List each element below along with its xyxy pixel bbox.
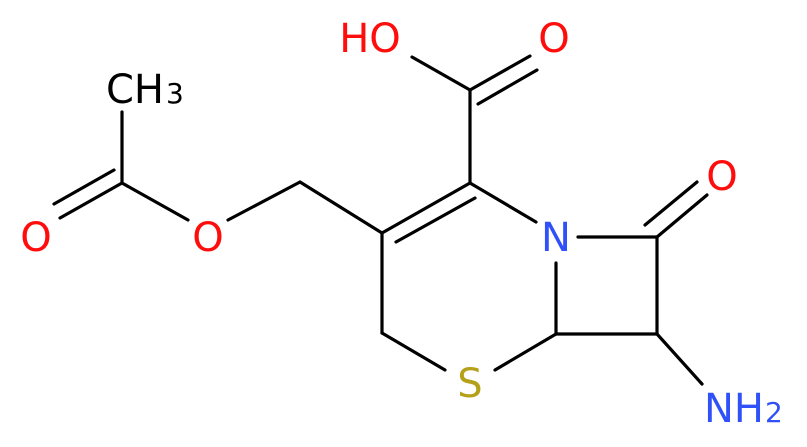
bond-c7-nh2 bbox=[655, 332, 704, 386]
ketone-oxygen-label: O bbox=[706, 154, 737, 200]
methyl-group-label: CH bbox=[106, 67, 164, 113]
ester-oxygen-label: O bbox=[192, 215, 223, 261]
bond-c3-c2-1 bbox=[380, 181, 472, 235]
bond-c8-o-2 bbox=[643, 180, 699, 227]
amino-subscript: 2 bbox=[765, 396, 783, 429]
amino-group-label: NH bbox=[704, 386, 764, 432]
bond-carboxyl-o-2 bbox=[476, 68, 539, 106]
bond-c3-c2-2 bbox=[394, 196, 477, 244]
bond-c4-s bbox=[380, 331, 447, 372]
carboxyl-hydroxyl-label: HO bbox=[339, 16, 401, 62]
bond-s-c6 bbox=[493, 332, 558, 372]
atom-label-layer: HO O O N S O O NH 2 CH 3 bbox=[20, 16, 783, 432]
bond-n-c2 bbox=[468, 181, 538, 224]
bond-c8-o-1 bbox=[655, 193, 709, 239]
carbonyl-oxygen-label: O bbox=[20, 215, 51, 261]
bond-carbonyl-ester-o bbox=[120, 181, 190, 222]
methyl-subscript: 3 bbox=[166, 77, 184, 110]
bond-carboxyl-oh bbox=[410, 55, 472, 92]
bond-ch2-c3 bbox=[298, 180, 384, 235]
ring-sulfur-label: S bbox=[457, 361, 482, 407]
bond-carbonyl-o-2 bbox=[52, 168, 116, 206]
ring-nitrogen-label: N bbox=[541, 215, 571, 261]
bond-layer bbox=[52, 54, 709, 386]
carboxyl-oxygen-label: O bbox=[538, 16, 569, 62]
bond-carboxyl-o-1 bbox=[468, 54, 532, 92]
bond-carbonyl-o-1 bbox=[58, 181, 124, 220]
bond-ester-o-ch2 bbox=[226, 180, 302, 222]
